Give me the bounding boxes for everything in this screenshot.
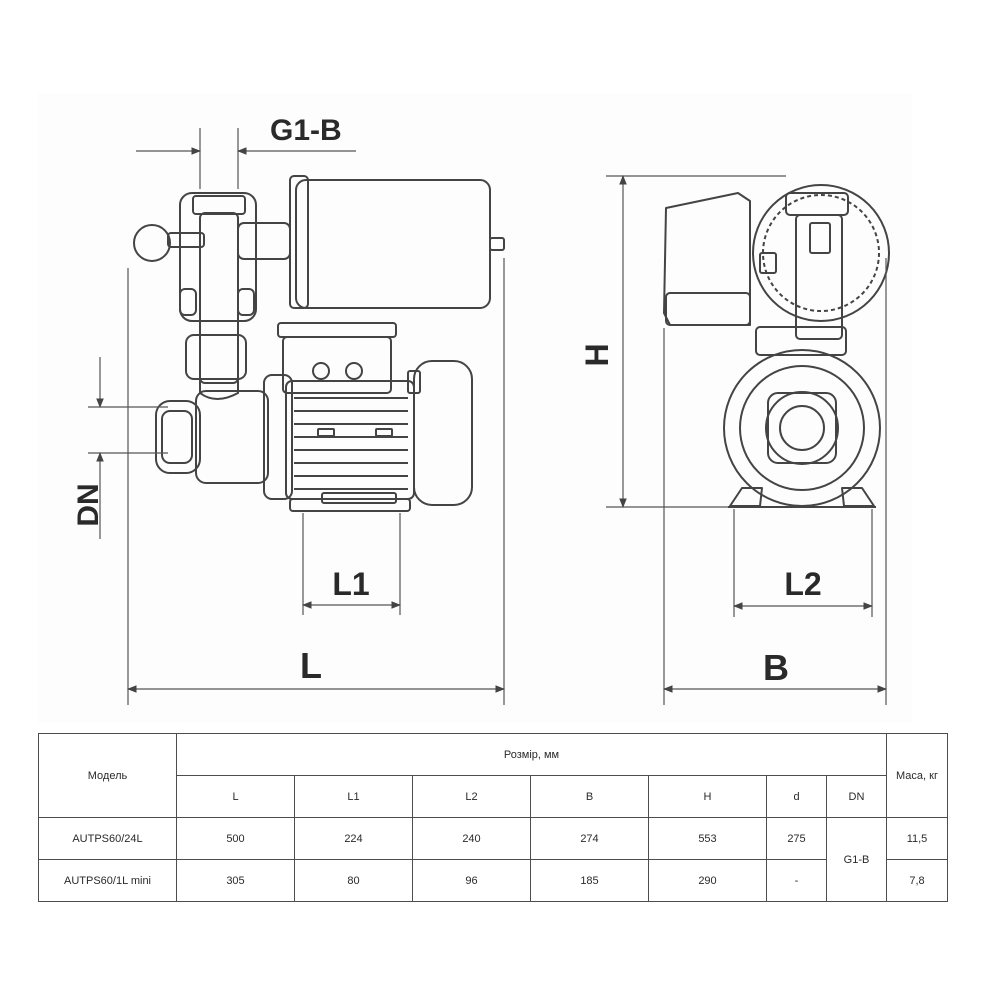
- header-mass: Маса, кг: [886, 733, 948, 818]
- label-l1: L1: [332, 566, 369, 602]
- cell-mass: 11,5: [886, 817, 948, 860]
- pump-housing: [155, 374, 293, 500]
- cell-l: 305: [176, 859, 295, 902]
- cell-l: 500: [176, 817, 295, 860]
- header-model: Модель: [38, 733, 177, 818]
- cell-l1: 80: [294, 859, 413, 902]
- technical-drawing-panel: G1-B DN L1 L H L2 B: [38, 93, 912, 723]
- pump-side-view: [133, 175, 505, 512]
- label-dn: DN: [72, 483, 105, 526]
- cell-model: AUTPS60/1L mini: [38, 859, 177, 902]
- label-l: L: [300, 645, 322, 686]
- cell-h: 553: [648, 817, 767, 860]
- table-row: AUTPS60/1L mini 305 80 96 185 290 - 7,8: [38, 859, 948, 902]
- header-size: Розмір, мм: [176, 733, 887, 776]
- cell-l1: 224: [294, 817, 413, 860]
- cell-h: 290: [648, 859, 767, 902]
- label-h: H: [579, 343, 615, 366]
- header-col-dn: DN: [826, 775, 887, 818]
- header-col-h: H: [648, 775, 767, 818]
- cell-l2: 240: [412, 817, 531, 860]
- front-pump-volute: [723, 349, 881, 507]
- electric-motor: [285, 360, 473, 506]
- cell-b: 274: [530, 817, 649, 860]
- dimension-lines: [88, 128, 887, 705]
- header-col-l: L: [176, 775, 295, 818]
- dimensions-table: Модель Розмір, мм Маса, кг L L1 L2 B H d…: [38, 733, 948, 902]
- cell-b: 185: [530, 859, 649, 902]
- pump-base: [289, 492, 411, 512]
- header-col-l2: L2: [412, 775, 531, 818]
- pressure-switch-assembly: [133, 192, 291, 384]
- front-pressure-switch: [663, 192, 777, 326]
- front-tank-circle: [752, 184, 890, 322]
- front-pipe-column: [755, 192, 849, 356]
- cell-mass: 7,8: [886, 859, 948, 902]
- label-b: B: [763, 647, 789, 688]
- label-g1b: G1-B: [270, 114, 342, 147]
- header-col-l1: L1: [294, 775, 413, 818]
- header-col-b: B: [530, 775, 649, 818]
- pump-technical-drawing: G1-B DN L1 L H L2 B: [72, 114, 890, 705]
- cell-l2: 96: [412, 859, 531, 902]
- cell-model: AUTPS60/24L: [38, 817, 177, 860]
- table-row: AUTPS60/24L 500 224 240 274 553 275 G1-B…: [38, 817, 948, 902]
- front-pump-feet: [728, 487, 876, 508]
- cell-d: 275: [766, 817, 827, 860]
- cell-dn: G1-B: [826, 817, 887, 902]
- pump-front-view: [663, 184, 890, 508]
- header-col-d: d: [766, 775, 827, 818]
- pressure-tank: [289, 175, 505, 309]
- terminal-box: [277, 322, 397, 394]
- label-l2: L2: [784, 566, 821, 602]
- cell-d: -: [766, 859, 827, 902]
